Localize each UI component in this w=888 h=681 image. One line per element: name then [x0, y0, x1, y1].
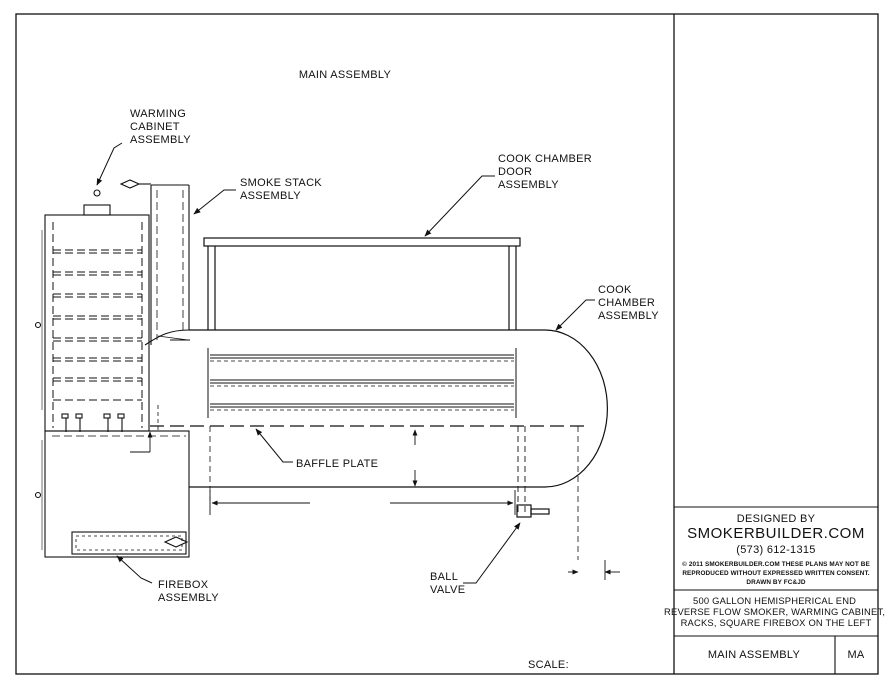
warming-cabinet	[34, 189, 150, 432]
callout-ball-valve: BALL VALVE	[430, 571, 465, 596]
callout-cook-chamber: COOK CHAMBER ASSEMBLY	[598, 284, 659, 322]
designed-by-label: DESIGNED BY	[737, 513, 816, 525]
firebox	[34, 430, 190, 558]
drawn-by: DRAWN BY FC&JD	[746, 579, 805, 586]
callout-smoke-stack: SMOKE STACK ASSEMBLY	[240, 177, 325, 202]
callout-warming-cabinet: WARMING CABINET ASSEMBLY	[130, 108, 191, 146]
callout-baffle-plate: BAFFLE PLATE	[296, 458, 378, 470]
sheet-border	[15, 13, 879, 675]
sheet-name: MAIN ASSEMBLY	[708, 649, 801, 661]
callout-firebox: FIREBOX ASSEMBLY	[158, 579, 219, 604]
title-block: DESIGNED BY SMOKERBUILDER.COM (573) 612-…	[664, 513, 888, 661]
company-phone: (573) 612-1315	[736, 544, 815, 556]
company-name: SMOKERBUILDER.COM	[687, 525, 865, 542]
callout-cook-chamber-door: COOK CHAMBER DOOR ASSEMBLY	[498, 153, 595, 191]
cook-chamber	[150, 237, 608, 560]
copyright-line-1: © 2011 SMOKERBUILDER.COM THESE PLANS MAY…	[682, 560, 870, 568]
drawing-title: MAIN ASSEMBLY	[299, 69, 392, 81]
callout-leaders	[96, 142, 595, 584]
scale-label: SCALE:	[528, 659, 569, 671]
smoke-stack	[119, 179, 190, 430]
dimension-lines	[130, 339, 620, 580]
sheet-code: MA	[847, 649, 864, 661]
copyright-line-2: REPRODUCED WITHOUT EXPRESSED WRITTEN CON…	[682, 570, 869, 577]
title-block-frame	[674, 506, 878, 674]
drawing-description: 500 GALLON HEMISPHERICAL END REVERSE FLO…	[664, 595, 888, 628]
